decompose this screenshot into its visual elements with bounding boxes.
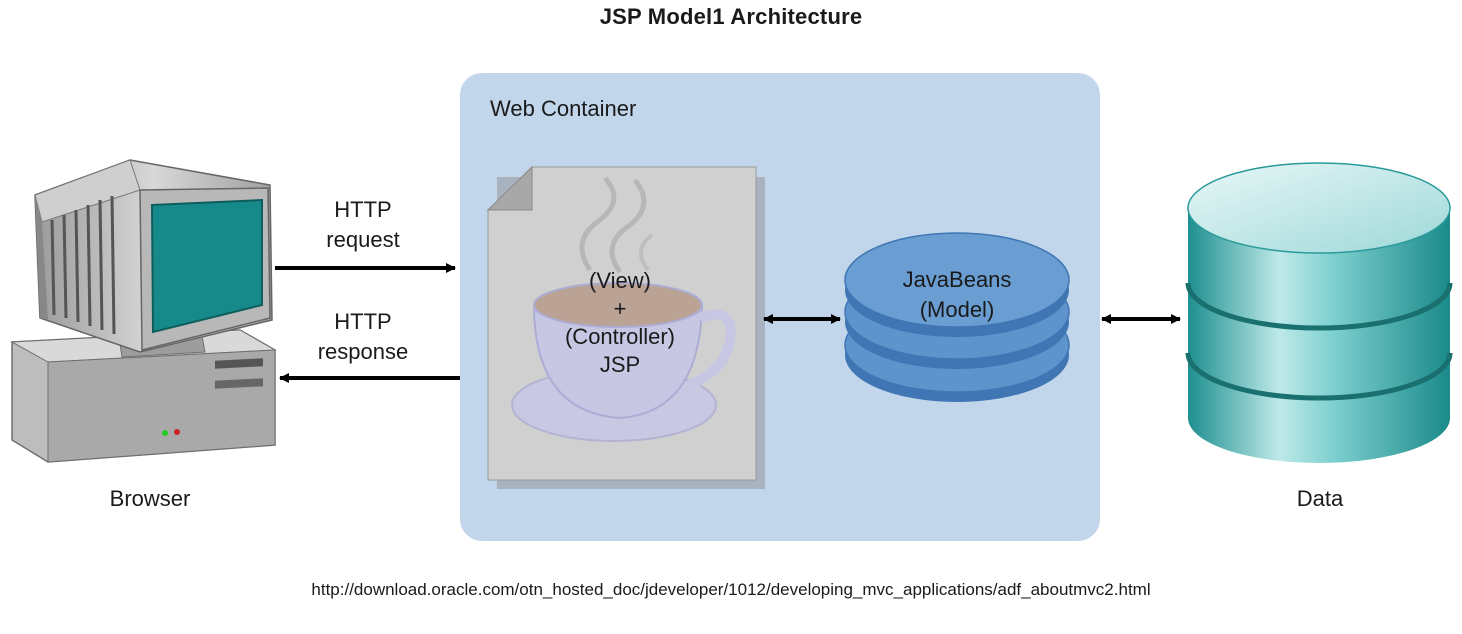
coffee-cup-icon: [511, 176, 736, 442]
javabeans-model-text: (Model): [919, 297, 995, 322]
jsp-name-text: JSP: [599, 352, 641, 377]
browser-label: Browser: [109, 486, 191, 511]
http-request-label: HTTP request: [300, 195, 426, 255]
source-url: http://download.oracle.com/otn_hosted_do…: [311, 580, 1151, 599]
javabeans-stack-icon: [844, 232, 1070, 402]
http-response-label: HTTP response: [300, 307, 426, 367]
web-container-label: Web Container: [490, 96, 637, 121]
jsp-plus-text: +: [613, 296, 627, 321]
jsp-controller-text: (Controller): [564, 324, 676, 349]
data-label: Data: [1296, 486, 1344, 511]
javabeans-label: JavaBeans (Model): [870, 265, 1044, 325]
jsp-view-text: (View): [589, 268, 651, 293]
javabeans-name-text: JavaBeans: [902, 267, 1012, 292]
http-response-line-1: HTTP: [334, 309, 392, 334]
computer-icon: [10, 159, 277, 463]
http-response-line-2: response: [317, 339, 409, 364]
database-icon: [1185, 162, 1453, 463]
diagram-title: JSP Model1 Architecture: [599, 4, 863, 29]
http-request-line-2: request: [326, 227, 400, 252]
http-request-line-1: HTTP: [334, 197, 392, 222]
jsp-label: (View) + (Controller) JSP: [540, 267, 700, 379]
